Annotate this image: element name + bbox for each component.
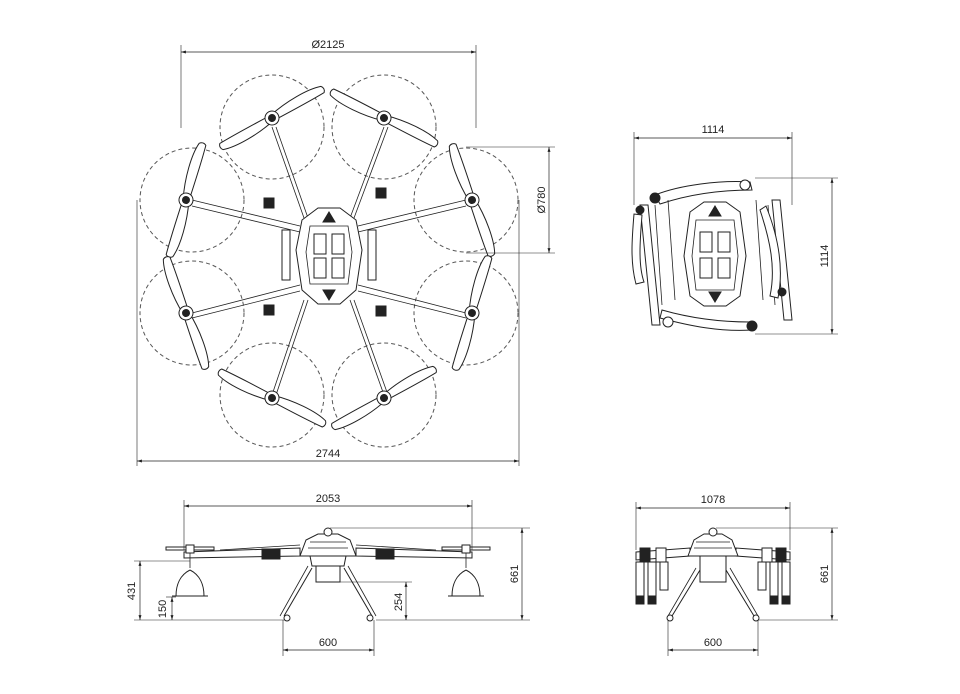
side-body	[299, 527, 357, 583]
dim-side-span-label: 2053	[316, 493, 340, 505]
side-props	[165, 544, 491, 568]
dim-side-height-label: 661	[509, 565, 521, 583]
dim-rotor-span: Ø2125	[180, 39, 477, 128]
arms	[191, 126, 467, 396]
dim-front-width: 1078	[635, 494, 791, 550]
propeller-circles	[139, 74, 519, 448]
folded-body	[683, 201, 747, 307]
side-landing-gear	[279, 565, 377, 622]
dim-side-foot-height: 150	[157, 596, 176, 620]
dim-propeller-diameter-label: Ø780	[536, 187, 548, 214]
dim-front-height-label: 661	[819, 565, 831, 583]
side-view: 2053 661 431 150 254 600	[126, 493, 530, 656]
dim-overall-width-label: 2744	[316, 448, 340, 460]
dim-front-gear-spacing: 600	[667, 620, 759, 656]
dim-overall-width: 2744	[136, 200, 520, 466]
dim-side-gear-height: 431	[126, 560, 285, 621]
front-body	[687, 527, 739, 583]
folded-arms	[631, 179, 793, 332]
dim-folded-depth-label: 1114	[819, 245, 831, 268]
dim-side-foot-height-label: 150	[157, 600, 169, 618]
dim-propeller-diameter: Ø780	[466, 146, 555, 254]
dim-side-gear-spacing-label: 600	[319, 637, 337, 649]
top-view: Ø2125 2744 Ø780	[136, 39, 555, 466]
front-view: 1078 661 600	[635, 494, 838, 656]
dim-front-height: 661	[716, 527, 838, 621]
dim-side-height: 661	[330, 527, 530, 621]
front-arms	[635, 547, 791, 563]
dim-rotor-span-label: Ø2125	[311, 39, 344, 51]
folded-view: 1114 1114	[631, 124, 838, 335]
dim-side-gear-spacing: 600	[282, 620, 375, 656]
dim-front-gear-spacing-label: 600	[704, 637, 722, 649]
dim-side-tank-clearance-label: 254	[393, 593, 405, 611]
front-landing-gear	[666, 567, 760, 622]
side-arms	[183, 544, 473, 560]
dim-side-tank-clearance: 254	[340, 581, 412, 620]
dim-side-gear-height-label: 431	[126, 582, 138, 600]
dim-folded-depth: 1114	[755, 177, 838, 335]
top-body	[281, 207, 377, 305]
dim-front-width-label: 1078	[701, 494, 725, 506]
front-folded-props	[635, 561, 791, 605]
dim-side-span: 2053	[183, 493, 473, 550]
side-spray-nozzles	[172, 569, 484, 597]
dim-folded-width-label: 1114	[702, 124, 725, 136]
dim-folded-width: 1114	[633, 124, 793, 205]
